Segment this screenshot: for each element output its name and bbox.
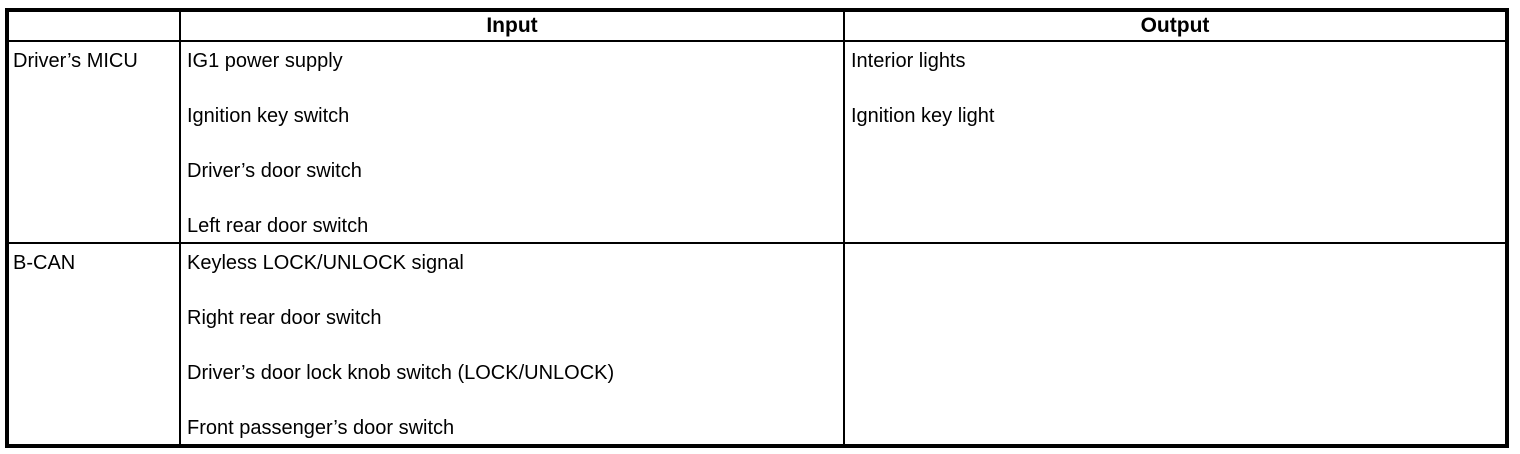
input-item: Left rear door switch [187, 215, 369, 237]
source-label-drivers-micu: Driver’s MICU [6, 40, 181, 244]
output-item: Ignition key light [851, 105, 995, 127]
input-item: IG1 power supply [187, 50, 343, 72]
output-item: Interior lights [851, 50, 966, 72]
source-text: Driver’s MICU [13, 50, 138, 72]
table-row-b-can: B-CAN Keyless LOCK/UNLOCK signal Right r… [6, 242, 1508, 447]
output-cell-drivers-micu: Interior lights Ignition key light [843, 40, 1508, 244]
source-text: B-CAN [13, 252, 76, 274]
input-item: Ignition key switch [187, 105, 350, 127]
input-item: Right rear door switch [187, 307, 382, 329]
input-item: Keyless LOCK/UNLOCK signal [187, 252, 464, 274]
header-source-blank [6, 9, 181, 42]
input-item: Driver’s door lock knob switch (LOCK/UNL… [187, 362, 615, 384]
input-output-table: Input Output Driver’s MICU IG1 power sup… [5, 8, 1509, 448]
header-input: Input [179, 9, 845, 42]
input-item: Driver’s door switch [187, 160, 362, 182]
input-cell-b-can: Keyless LOCK/UNLOCK signal Right rear do… [179, 242, 845, 447]
output-cell-b-can [843, 242, 1508, 447]
input-item: Front passenger’s door switch [187, 417, 455, 439]
input-cell-drivers-micu: IG1 power supply Ignition key switch Dri… [179, 40, 845, 244]
table-row-drivers-micu: Driver’s MICU IG1 power supply Ignition … [6, 40, 1508, 244]
source-label-b-can: B-CAN [6, 242, 181, 447]
header-output: Output [843, 9, 1508, 42]
table-header-row: Input Output [6, 9, 1508, 42]
